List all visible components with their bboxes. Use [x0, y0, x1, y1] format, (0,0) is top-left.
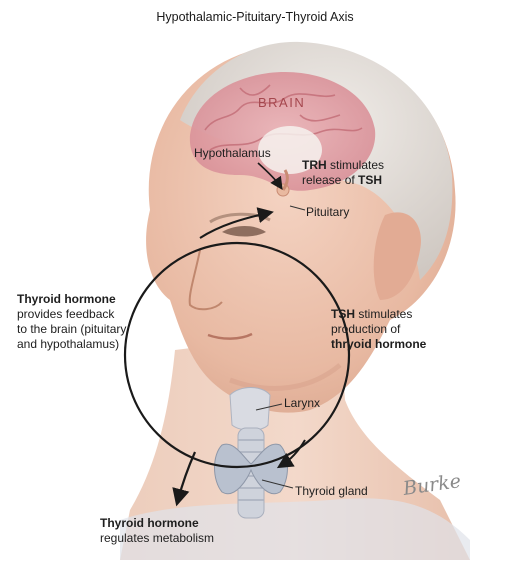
metabolism-line1: Thyroid hormone [100, 516, 199, 530]
tsh-line1: stimulates [355, 307, 412, 321]
metabolism-line2: regulates metabolism [100, 531, 214, 546]
trh-label: TRH stimulates release of TSH [302, 158, 384, 188]
tsh-line3: thryoid hormone [331, 337, 426, 351]
trh-line1: stimulates [327, 158, 384, 172]
diagram-title: Hypothalamic-Pituitary-Thyroid Axis [0, 10, 510, 24]
hypothalamus-label: Hypothalamus [194, 146, 271, 161]
metabolism-label: Thyroid hormone regulates metabolism [100, 516, 214, 546]
pituitary-label: Pituitary [306, 205, 349, 220]
feedback-line2: provides feedback [17, 307, 126, 322]
trh-tsh-bold: TSH [358, 173, 382, 187]
thyroid-gland-label: Thyroid gland [295, 484, 368, 499]
trh-line2: release of [302, 173, 358, 187]
tsh-label: TSH stimulates production of thryoid hor… [331, 307, 426, 352]
feedback-label: Thyroid hormone provides feedback to the… [17, 292, 126, 352]
tsh-line2: production of [331, 322, 426, 337]
larynx-label: Larynx [284, 396, 320, 411]
tsh-bold: TSH [331, 307, 355, 321]
feedback-bold: Thyroid hormone [17, 292, 116, 306]
feedback-line4: and hypothalamus) [17, 337, 126, 352]
brain-label: BRAIN [258, 95, 305, 110]
larynx-shape [230, 388, 270, 431]
feedback-line3: to the brain (pituitary [17, 322, 126, 337]
trh-bold: TRH [302, 158, 327, 172]
